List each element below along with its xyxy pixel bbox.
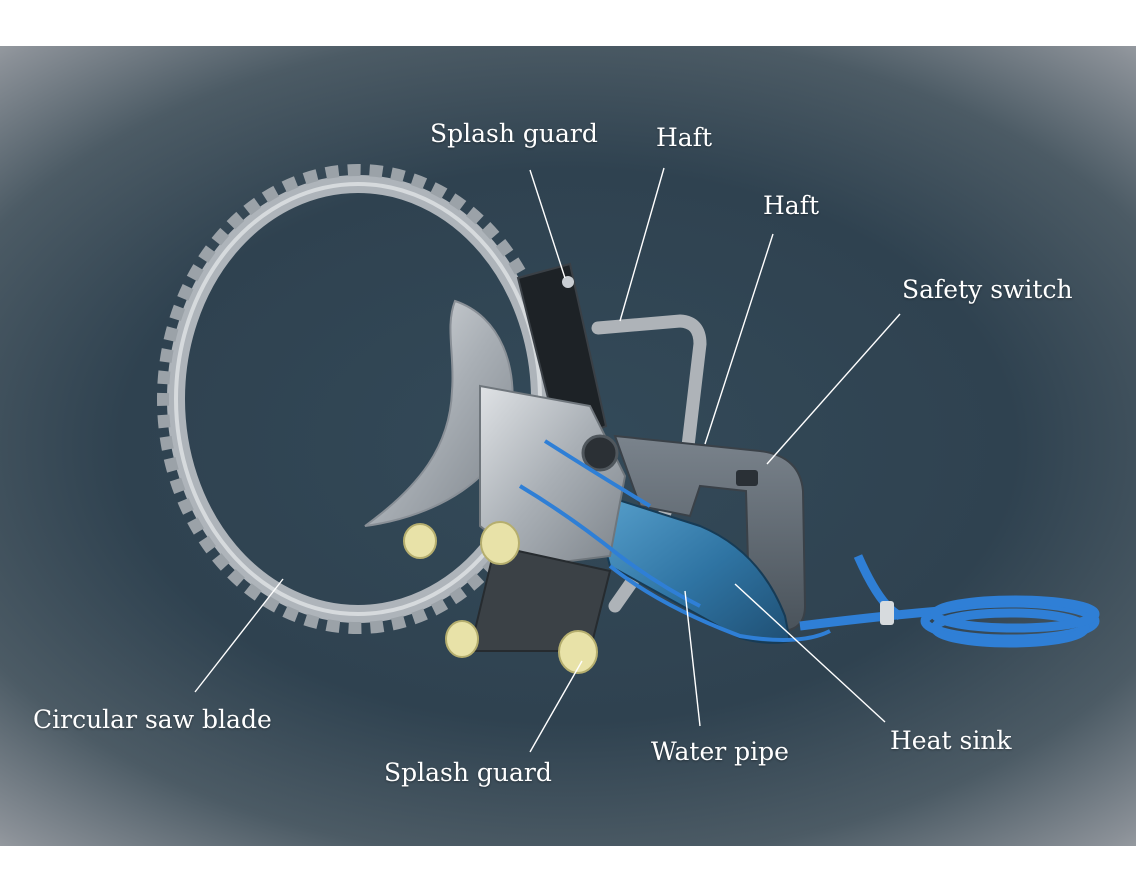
gearbox-block: [479, 384, 627, 568]
label-circular-saw-blade: Circular saw blade: [33, 705, 272, 734]
water-pipes: [518, 439, 831, 642]
plug-icon: [880, 601, 894, 625]
diagram-stage: Splash guard Haft Haft Safety switch Cir…: [0, 46, 1136, 846]
top-haft-bar: [591, 314, 707, 613]
top-splash-guard: [516, 262, 608, 448]
leader-lines: [194, 167, 901, 753]
cable-coil: [799, 554, 1100, 648]
saw-illustration: [157, 164, 1100, 753]
motor-body: [588, 489, 792, 644]
wheels: [403, 521, 598, 674]
label-splash-guard-top: Splash guard: [430, 119, 598, 148]
label-safety-switch: Safety switch: [902, 275, 1073, 304]
label-splash-guard-bottom: Splash guard: [384, 758, 552, 787]
label-haft-2: Haft: [763, 191, 820, 220]
inner-guard: [364, 299, 514, 527]
label-water-pipe: Water pipe: [651, 737, 789, 766]
label-haft-1: Haft: [656, 123, 713, 152]
label-heat-sink: Heat sink: [890, 726, 1012, 755]
